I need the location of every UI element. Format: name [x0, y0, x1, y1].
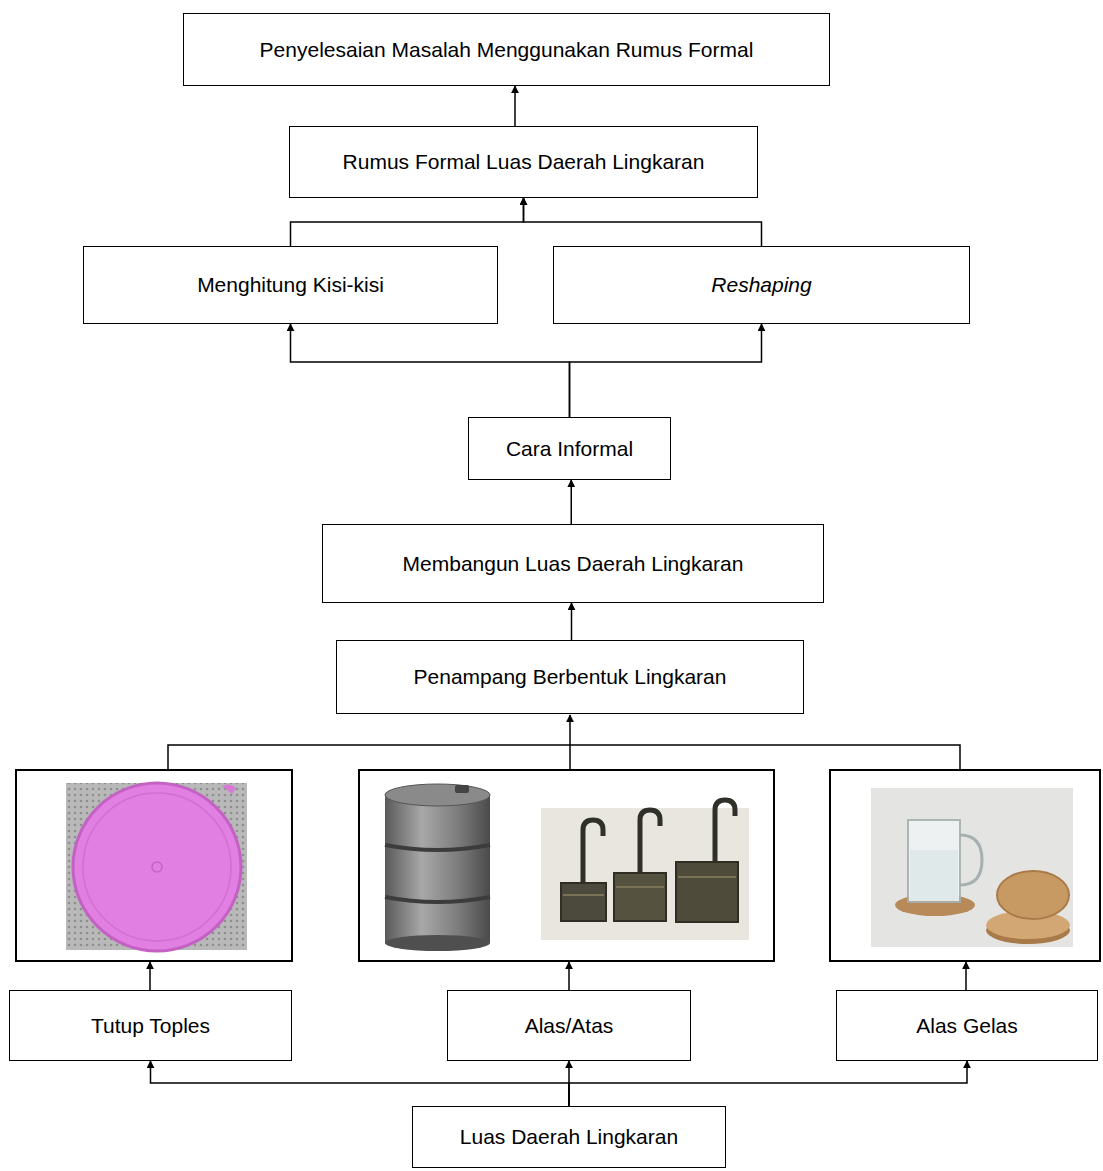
flow-arrow: [524, 198, 762, 246]
image-frame: [830, 770, 1100, 961]
box-label: Luas Daerah Lingkaran: [460, 1124, 678, 1149]
context-box: Tutup Toples: [9, 990, 292, 1061]
approach-box: Cara Informal: [468, 417, 671, 480]
pots-photo: [541, 800, 749, 940]
method-box: Reshaping: [553, 246, 970, 324]
box-label: Membangun Luas Daerah Lingkaran: [403, 551, 744, 576]
box-label: Rumus Formal Luas Daerah Lingkaran: [343, 149, 705, 174]
box-label: Tutup Toples: [91, 1013, 210, 1038]
picture-connectors: [150, 715, 966, 990]
flow-arrow: [291, 198, 524, 246]
image-frame: [16, 770, 292, 961]
box-label: Cara Informal: [506, 436, 633, 461]
formula-box: Rumus Formal Luas Daerah Lingkaran: [289, 126, 758, 198]
topic-box: Luas Daerah Lingkaran: [412, 1106, 726, 1168]
glass-photo: [871, 788, 1073, 947]
image-frame: [359, 770, 774, 961]
context-box: Alas/Atas: [447, 990, 691, 1061]
flow-arrow: [569, 1061, 967, 1106]
jar-lid-photo: [66, 783, 247, 951]
box-label: Penampang Berbentuk Lingkaran: [414, 664, 727, 689]
flow-arrow: [514, 86, 516, 126]
box-label: Alas/Atas: [525, 1013, 614, 1038]
goal-box: Penyelesaian Masalah Menggunakan Rumus F…: [183, 13, 830, 86]
context-box: Alas Gelas: [836, 990, 1098, 1061]
method-box: Menghitung Kisi-kisi: [83, 246, 498, 324]
box-label: Alas Gelas: [916, 1013, 1018, 1038]
process-box: Membangun Luas Daerah Lingkaran: [322, 524, 824, 603]
box-label: Menghitung Kisi-kisi: [197, 272, 384, 297]
flow-arrow: [291, 324, 570, 417]
box-label: Reshaping: [711, 272, 811, 297]
flow-arrow: [570, 324, 762, 417]
drum-picture: [385, 784, 490, 951]
flow-arrow: [571, 603, 573, 640]
flow-arrow: [151, 1061, 570, 1106]
box-label: Penyelesaian Masalah Menggunakan Rumus F…: [260, 37, 754, 62]
flow-arrow: [571, 480, 573, 524]
process-box: Penampang Berbentuk Lingkaran: [336, 640, 804, 714]
